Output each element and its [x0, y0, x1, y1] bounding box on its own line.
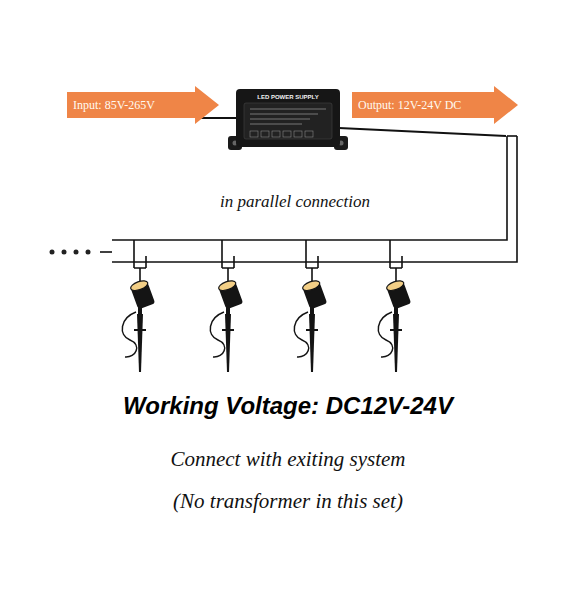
- output-cable: [339, 128, 506, 136]
- voltage-heading: Working Voltage: DC12V-24V: [0, 392, 576, 420]
- cert-mark: [294, 131, 302, 137]
- caption-line: (No transformer in this set): [0, 489, 576, 514]
- device-label: LED POWER SUPPLY: [257, 94, 318, 100]
- cert-mark: [305, 131, 313, 137]
- spot-light: [210, 240, 243, 372]
- power-supply: LED POWER SUPPLY: [236, 89, 340, 147]
- cert-mark: [272, 131, 280, 137]
- cert-mark: [283, 131, 291, 137]
- caption-line: Connect with exiting system: [0, 447, 576, 472]
- input-arrow: Input: 85V-265V: [67, 86, 219, 124]
- spec-line: [250, 119, 310, 120]
- continuation-dots: [50, 250, 91, 255]
- spot-light: [122, 240, 155, 372]
- spec-line: [250, 124, 302, 125]
- arrow-label: Output: 12V-24V DC: [358, 98, 461, 113]
- spec-line: [250, 109, 326, 110]
- arrow-fill: [352, 86, 518, 124]
- note-text: in parallel connection: [140, 192, 450, 212]
- output-arrow: Output: 12V-24V DC: [352, 86, 518, 124]
- cert-mark: [250, 131, 258, 137]
- arrow-label: Input: 85V-265V: [73, 98, 155, 113]
- device-panel: [244, 103, 332, 139]
- spot-light: [294, 240, 327, 372]
- device-case: [236, 89, 340, 147]
- parallel-bus: [100, 136, 517, 262]
- spec-line: [250, 114, 318, 115]
- input-cable: [200, 117, 237, 119]
- arrow-fill: [67, 86, 219, 124]
- spot-light: [378, 240, 411, 372]
- cert-mark: [261, 131, 269, 137]
